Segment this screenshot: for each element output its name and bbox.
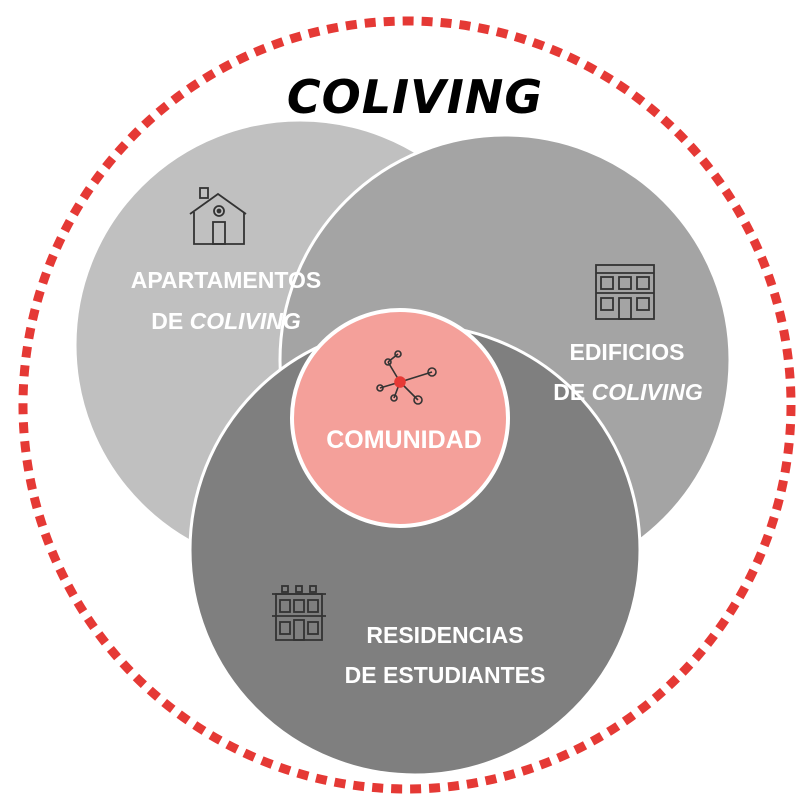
house-icon [189,187,247,245]
residences-label-line1: RESIDENCIAS [366,622,523,648]
buildings-label-prefix: DE [553,379,591,405]
apartments-label-prefix: DE [151,308,189,334]
diagram-title: COLIVING [287,70,543,124]
core-circle [290,308,510,528]
core-label: COMUNIDAD [326,426,482,454]
apartments-label-line1: APARTAMENTOS [131,267,321,293]
buildings-label-line1: EDIFICIOS [569,339,684,365]
apartments-label-line2: DE COLIVING [151,308,301,334]
residence-building-icon [272,585,326,641]
apartments-label-italic: COLIVING [190,308,301,334]
buildings-label-line2: DE COLIVING [553,379,703,405]
network-icon [376,350,437,405]
building-icon [595,264,655,320]
buildings-label-italic: COLIVING [592,379,703,405]
outer-dashed-ring [18,16,796,794]
residences-label-line2: DE ESTUDIANTES [345,662,546,688]
